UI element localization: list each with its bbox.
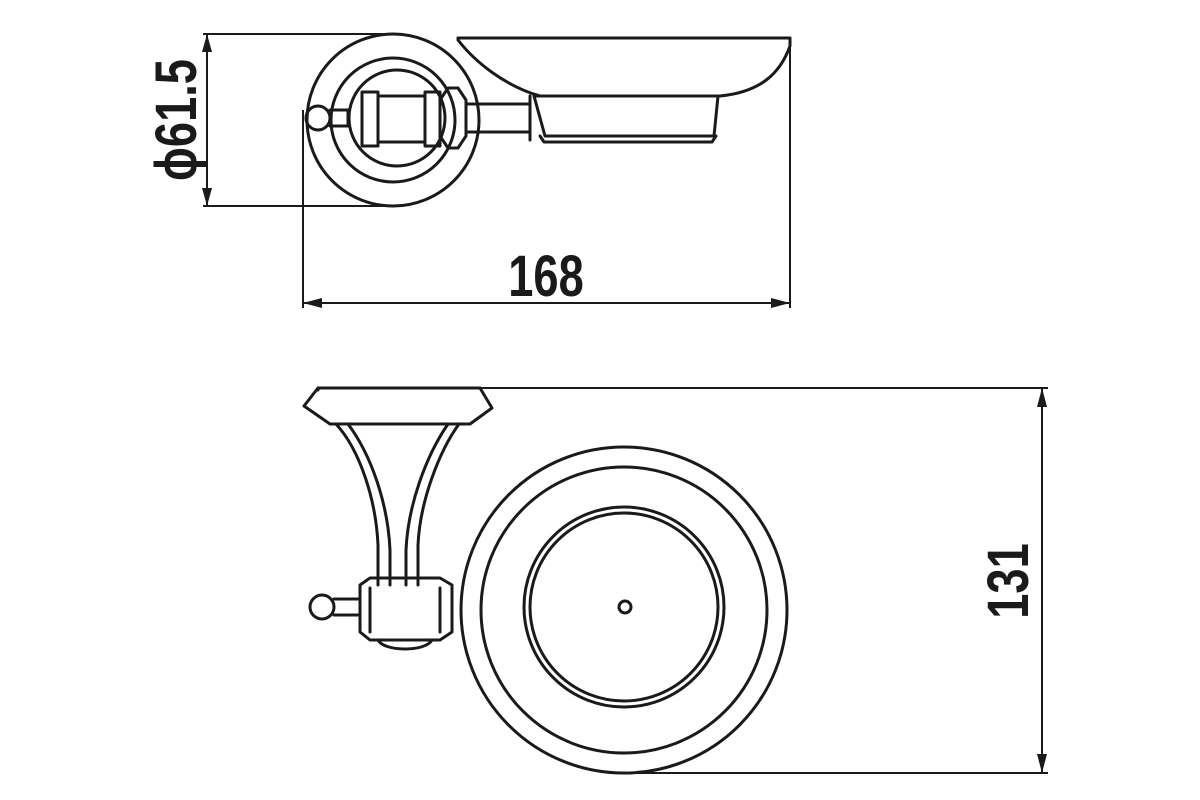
top-view: ϕ61.5 168 <box>145 32 792 310</box>
drain-center-hole <box>617 599 633 615</box>
dish-insert-outer <box>522 505 726 709</box>
arrow-diameter-bottom <box>202 188 212 206</box>
arrow-height-top <box>1037 388 1047 407</box>
drain-slot-5-core <box>604 638 616 670</box>
set-screw-stem-front <box>332 597 362 617</box>
collar-flare-top <box>438 86 468 150</box>
arrow-length-right <box>771 298 790 308</box>
collar-left-top <box>360 90 380 148</box>
collar-right-top <box>423 90 442 148</box>
set-screw-knob-front <box>308 593 336 621</box>
bracket-inner <box>346 422 450 587</box>
arrow-length-left <box>303 298 322 308</box>
dish-insert-inner <box>528 511 720 703</box>
drain-slot-2-core <box>646 566 674 588</box>
front-view: 131 <box>302 386 1048 775</box>
dish-holder-base-top <box>538 134 718 144</box>
dish-holder-top <box>532 94 720 138</box>
bracket-bottom <box>376 638 434 651</box>
bracket-knuckle-bands <box>368 586 442 634</box>
drain-slot-1-core <box>598 550 612 582</box>
arrow-height-bottom <box>1037 754 1047 773</box>
bracket-knuckle <box>358 576 454 642</box>
drain-slot-3-core <box>556 604 590 614</box>
dish-rim-inner <box>479 465 769 755</box>
soap-dish-top <box>456 36 792 98</box>
set-screw-stem-top <box>328 108 350 128</box>
diameter-label: ϕ61.5 <box>145 59 210 181</box>
arm-top <box>464 94 532 142</box>
rosette-outer-ring <box>305 32 481 208</box>
height-label: 131 <box>977 543 1042 618</box>
set-screw-knob-top <box>304 104 332 132</box>
dish-rim-outer <box>459 445 789 775</box>
bracket-body <box>334 422 461 587</box>
length-label: 168 <box>508 245 583 310</box>
collar-body-top <box>376 94 427 144</box>
arrow-diameter-top <box>202 34 212 52</box>
drain-slot-4-core <box>650 624 680 644</box>
wall-mount-cap <box>302 386 494 426</box>
